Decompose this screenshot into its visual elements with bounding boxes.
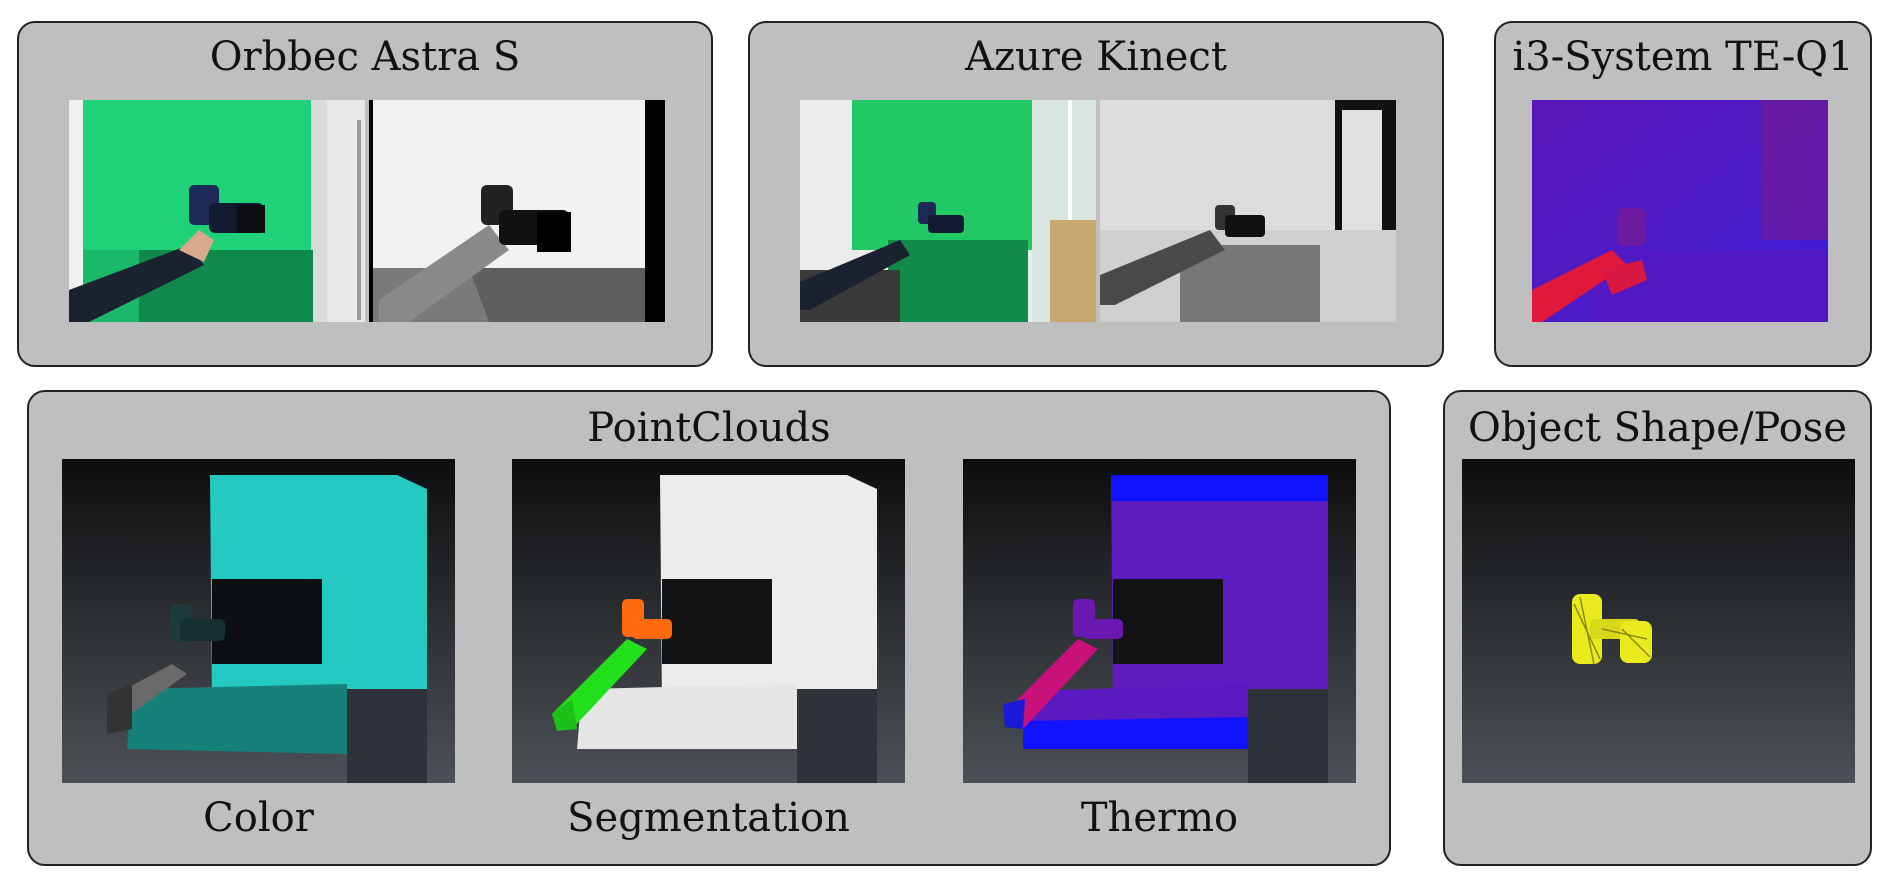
pointclouds-panel: PointClouds Color (27, 390, 1391, 866)
orbbec-rgb-image (69, 100, 365, 322)
pointcloud-segmentation-label: Segmentation (567, 795, 850, 841)
pointcloud-thermo-label: Thermo (1080, 795, 1239, 841)
drill-mesh (1572, 594, 1652, 665)
i3-panel: i3-System TE-Q1 (1494, 21, 1872, 367)
orbbec-depth-image (369, 100, 665, 322)
pointcloud-color-view (62, 459, 455, 783)
pointcloud-segmentation-view (512, 459, 905, 783)
pointcloud-thermo-view (963, 459, 1356, 783)
object-title: Object Shape/Pose (1467, 405, 1847, 451)
azure-panel: Azure Kinect (748, 21, 1444, 367)
azure-rgb-image (800, 100, 1096, 322)
orbbec-title: Orbbec Astra S (209, 34, 521, 80)
orbbec-panel: Orbbec Astra S (17, 21, 713, 367)
object-mesh-view (1462, 459, 1855, 783)
i3-title: i3-System TE-Q1 (1512, 34, 1854, 80)
azure-depth-image (1100, 100, 1396, 322)
i3-thermal-image (1532, 100, 1828, 322)
pointclouds-title: PointClouds (587, 405, 831, 451)
object-panel: Object Shape/Pose (1443, 390, 1872, 866)
pointcloud-color-label: Color (203, 795, 314, 841)
azure-title: Azure Kinect (965, 34, 1227, 80)
